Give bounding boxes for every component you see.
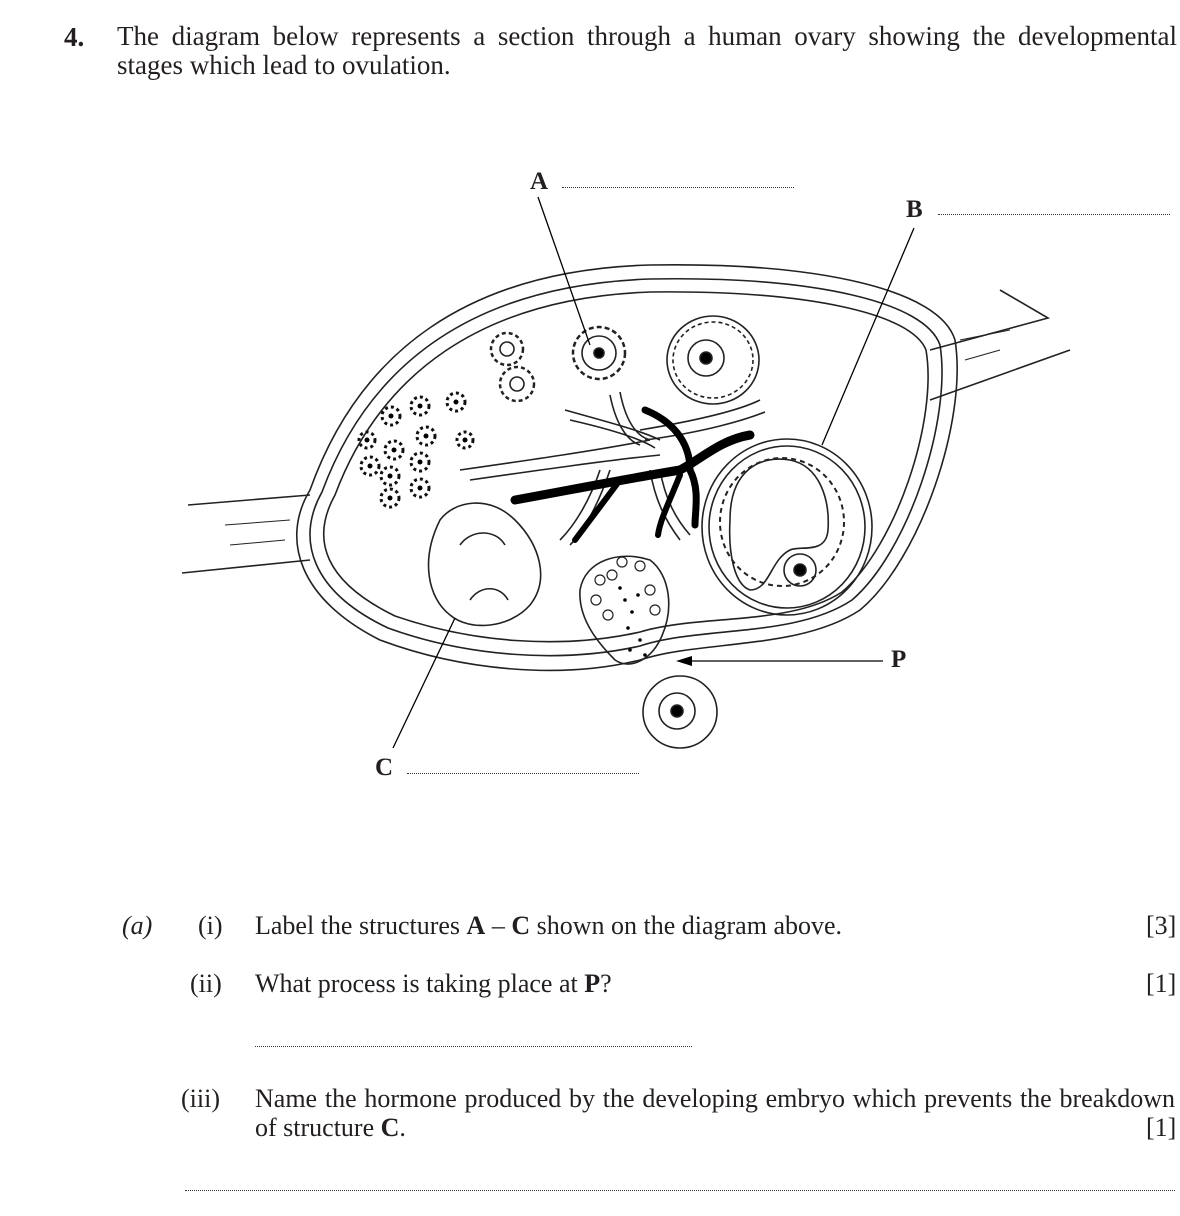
graafian-follicle (701, 438, 873, 616)
item-iii-marks: [1] (1146, 1113, 1177, 1142)
ruptured-follicle (579, 555, 670, 665)
pointer-c (392, 617, 456, 749)
item-i-marks: [3] (1146, 911, 1177, 940)
label-p: P (891, 646, 907, 673)
part-a-letter: (a) (122, 911, 153, 940)
primary-follicles (489, 325, 627, 403)
label-a: A (530, 168, 549, 195)
answer-line-c[interactable] (407, 773, 639, 774)
item-ii-number: (ii) (190, 969, 222, 998)
answer-line-b[interactable] (938, 214, 1170, 215)
pointer-b (821, 227, 915, 446)
secondary-follicle (666, 315, 760, 405)
question-intro: The diagram below represents a section t… (117, 21, 1177, 80)
item-iii-number: (iii) (181, 1084, 220, 1113)
ovary-outer-wall (296, 263, 958, 672)
ovary-inner-wall (309, 277, 943, 657)
item-i-text: Label the structures A – C shown on the … (255, 911, 843, 940)
corpus-luteum (427, 502, 542, 627)
answer-line-a[interactable] (562, 187, 794, 188)
pointer-a (537, 196, 591, 346)
released-oocyte (642, 675, 718, 749)
answer-line-ii[interactable] (255, 1046, 692, 1047)
label-c: C (375, 754, 394, 781)
item-ii-marks: [1] (1146, 969, 1177, 998)
item-i-number: (i) (198, 911, 223, 940)
item-iii-text: Name the hormone produced by the develop… (255, 1084, 1175, 1142)
question-number: 4. (64, 22, 85, 52)
primordial-follicles (357, 391, 475, 509)
pointer-p-arrowhead (676, 656, 692, 666)
label-b: B (906, 196, 923, 223)
item-ii-text: What process is taking place at P? (255, 969, 612, 998)
answer-line-iii[interactable] (185, 1190, 1175, 1191)
